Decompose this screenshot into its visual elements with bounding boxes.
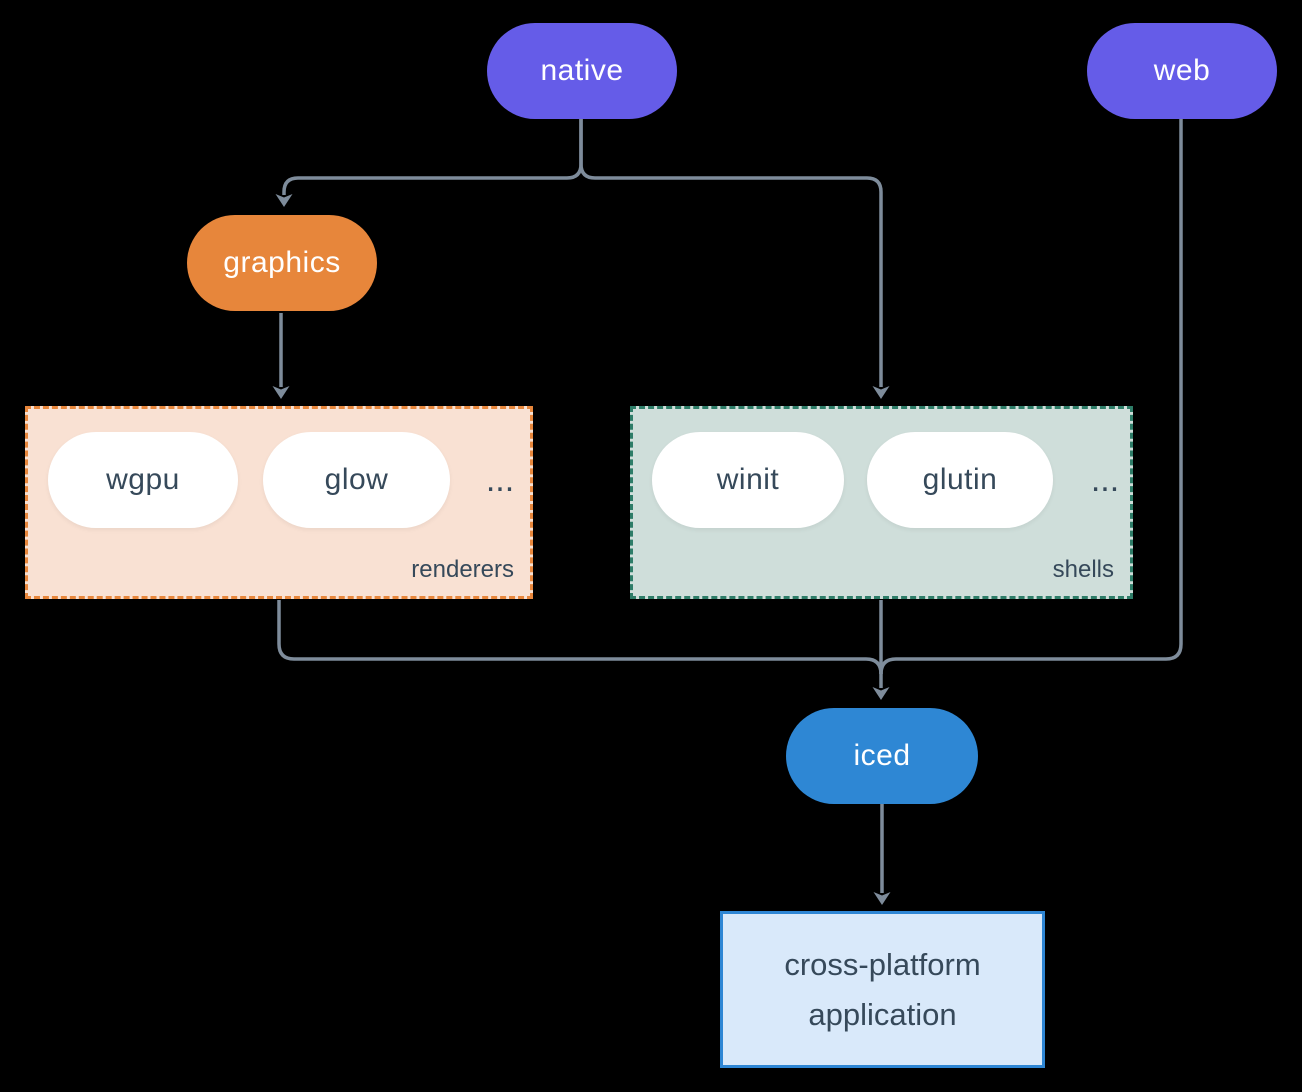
node-graphics: graphics — [187, 215, 377, 311]
edge-native-shells — [579, 119, 883, 387]
node-graphics-label: graphics — [223, 246, 341, 279]
node-cross-platform-application: cross-platform application — [720, 911, 1045, 1068]
arrowhead-iced — [872, 687, 890, 700]
group-label-renderers: renderers — [411, 556, 514, 583]
node-wgpu: wgpu — [48, 432, 238, 528]
node-web-label: web — [1153, 54, 1211, 87]
node-glutin: glutin — [867, 432, 1053, 528]
node-iced: iced — [786, 708, 978, 804]
group-shells: winit glutin ... shells — [630, 406, 1133, 599]
node-application-label: cross-platform application — [784, 946, 981, 1032]
arrowhead-renderers — [272, 386, 290, 399]
edge-renderers-iced — [277, 600, 883, 675]
renderers-ellipsis: ... — [485, 460, 515, 499]
arrowhead-graphics — [275, 194, 293, 207]
node-glow-label: glow — [324, 463, 389, 496]
node-glow: glow — [263, 432, 450, 528]
group-label-shells: shells — [1052, 556, 1114, 583]
node-native: native — [487, 23, 677, 119]
arrowhead-shells — [872, 386, 890, 399]
node-winit-label: winit — [716, 463, 780, 496]
node-iced-label: iced — [853, 739, 911, 772]
node-wgpu-label: wgpu — [106, 463, 180, 496]
node-web: web — [1087, 23, 1277, 119]
node-winit: winit — [652, 432, 844, 528]
arrowhead-application — [873, 892, 891, 905]
edge-native-graphics — [282, 119, 583, 195]
node-native-label: native — [540, 54, 624, 87]
group-renderers: wgpu glow ... renderers — [25, 406, 533, 599]
shells-ellipsis: ... — [1090, 460, 1120, 499]
node-glutin-label: glutin — [922, 463, 998, 496]
